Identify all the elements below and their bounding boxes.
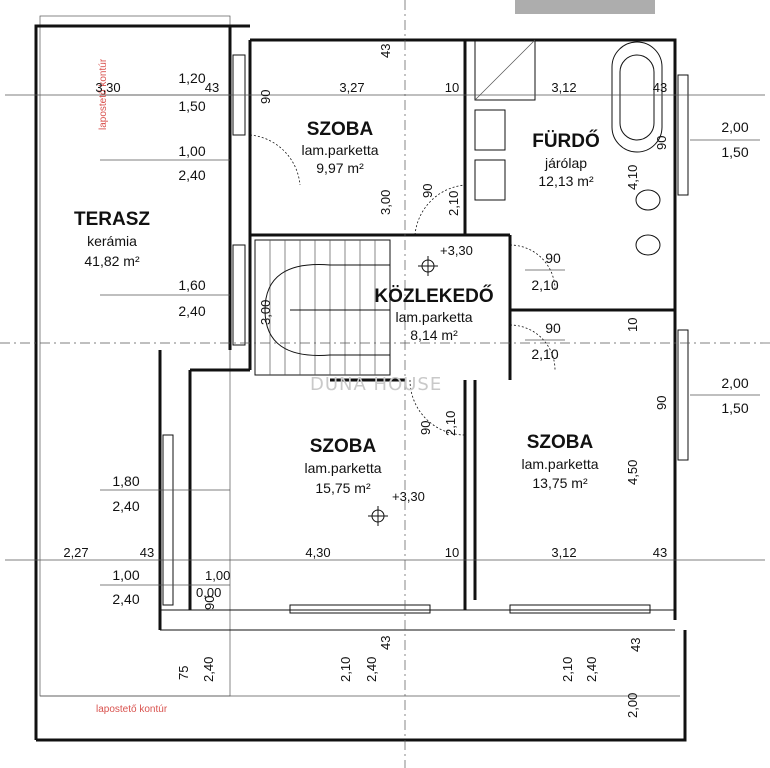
room-material-furdo: járólap: [544, 155, 587, 171]
door-width-b: 90: [545, 320, 561, 336]
window-width-top-left: 1,20: [178, 70, 205, 86]
sink-1: [474, 109, 506, 151]
room-name-szoba-bottom-left: SZOBA: [310, 436, 377, 457]
dim-vert-3: 4,50: [625, 460, 640, 485]
outer-wall-left: [34, 24, 250, 740]
dim-vert-20: 3,00: [258, 300, 273, 325]
window-height-top-left: 1,50: [178, 98, 205, 114]
outer-wall-bottom: [36, 630, 687, 742]
dim-vert-14: 90: [258, 90, 273, 104]
dim-vert-5: 2,00: [625, 693, 640, 718]
sink-2: [474, 159, 506, 201]
dim-vert-1: 3,00: [378, 190, 393, 215]
toilet: [635, 189, 661, 211]
room-area-szoba-top: 9,97 m²: [316, 160, 364, 176]
watermark: DUNA HOUSE: [310, 374, 442, 395]
roof-contour-label-bottom: lapostető kontúr: [96, 704, 168, 715]
window-height-terrace-2: 2,40: [178, 303, 205, 319]
dim-vert-18: 1,00: [205, 568, 230, 583]
door-width-d: 90: [418, 421, 433, 435]
dim-vert-4: 10: [625, 318, 640, 332]
dim-vert-19: 0,00: [196, 585, 221, 600]
dim-vert-6: 75: [176, 666, 191, 680]
dim-vert-10: 43: [378, 636, 393, 650]
room-name-furdo: FÜRDŐ: [532, 130, 600, 152]
door-height-c: 2,10: [446, 191, 461, 216]
dim-vert-15: 90: [654, 136, 669, 150]
window-width-terrace-3: 1,80: [112, 473, 139, 489]
room-name-szoba-top: SZOBA: [307, 119, 374, 140]
dim-top-4: 3,12: [551, 80, 576, 95]
window-height-terrace-3: 2,40: [112, 498, 139, 514]
door-height-b: 2,10: [531, 346, 558, 362]
bidet: [635, 234, 661, 256]
room-area-kozlekedo: 8,14 m²: [410, 327, 458, 343]
dim-vert-7: 2,40: [201, 657, 216, 682]
level-label-room: +3,30: [392, 489, 425, 504]
windows: [162, 54, 689, 614]
door-width-a: 90: [545, 250, 561, 266]
dim-vert-0: 43: [378, 44, 393, 58]
outer-wall-right: [250, 38, 677, 620]
dim-top-0: 3,30: [95, 80, 120, 95]
room-area-terasz: 41,82 m²: [84, 253, 140, 269]
window-width-terrace-2: 1,60: [178, 277, 205, 293]
dim-bottom-4: 3,12: [551, 545, 576, 560]
window-height-terrace-1: 2,40: [178, 167, 205, 183]
room-material-szoba-bottom-left: lam.parketta: [304, 460, 381, 476]
door-height-a: 2,10: [531, 277, 558, 293]
room-material-terasz: kerámia: [87, 233, 137, 249]
dim-top-3: 10: [445, 80, 459, 95]
room-material-kozlekedo: lam.parketta: [395, 309, 472, 325]
dim-vert-16: 90: [654, 396, 669, 410]
window-width-right-bottom: 2,00: [721, 375, 748, 391]
window-width-right-top: 2,00: [721, 119, 748, 135]
dim-vert-9: 2,40: [364, 657, 379, 682]
room-name-kozlekedo: KÖZLEKEDŐ: [374, 285, 493, 307]
staircase: [254, 239, 391, 376]
room-name-szoba-bottom-right: SZOBA: [527, 432, 594, 453]
dim-bottom-1: 43: [140, 545, 154, 560]
dim-vert-13: 43: [628, 638, 643, 652]
dim-bottom-3: 10: [445, 545, 459, 560]
dim-vert-2: 4,10: [625, 165, 640, 190]
window-height-terrace-4: 2,40: [112, 591, 139, 607]
door-height-d: 2,10: [443, 411, 458, 436]
dim-vert-12: 2,40: [584, 657, 599, 682]
dim-bottom-0: 2,27: [63, 545, 88, 560]
dim-top-5: 43: [653, 80, 667, 95]
dim-top-1: 43: [205, 80, 219, 95]
door-swing: [249, 134, 301, 186]
window-height-right-bottom: 1,50: [721, 400, 748, 416]
dim-bottom-5: 43: [653, 545, 667, 560]
roof-contour-label-top: lapostető kontúr: [98, 58, 109, 130]
room-area-szoba-bottom-right: 13,75 m²: [532, 475, 588, 491]
shower: [474, 39, 536, 101]
room-material-szoba-top: lam.parketta: [301, 142, 378, 158]
door-width-c: 90: [420, 184, 435, 198]
bathtub: [611, 41, 663, 153]
window-width-terrace-4: 1,00: [112, 567, 139, 583]
dim-vert-8: 2,10: [338, 657, 353, 682]
window-height-right-top: 1,50: [721, 144, 748, 160]
dim-vert-17: 90: [202, 596, 217, 610]
room-area-szoba-bottom-left: 15,75 m²: [315, 480, 371, 496]
dim-bottom-2: 4,30: [305, 545, 330, 560]
window-width-terrace-1: 1,00: [178, 143, 205, 159]
dim-top-2: 3,27: [339, 80, 364, 95]
dim-vert-11: 2,10: [560, 657, 575, 682]
room-area-furdo: 12,13 m²: [538, 173, 594, 189]
room-name-terasz: TERASZ: [74, 209, 150, 230]
room-material-szoba-bottom-right: lam.parketta: [521, 456, 598, 472]
level-label-hall: +3,30: [440, 243, 473, 258]
